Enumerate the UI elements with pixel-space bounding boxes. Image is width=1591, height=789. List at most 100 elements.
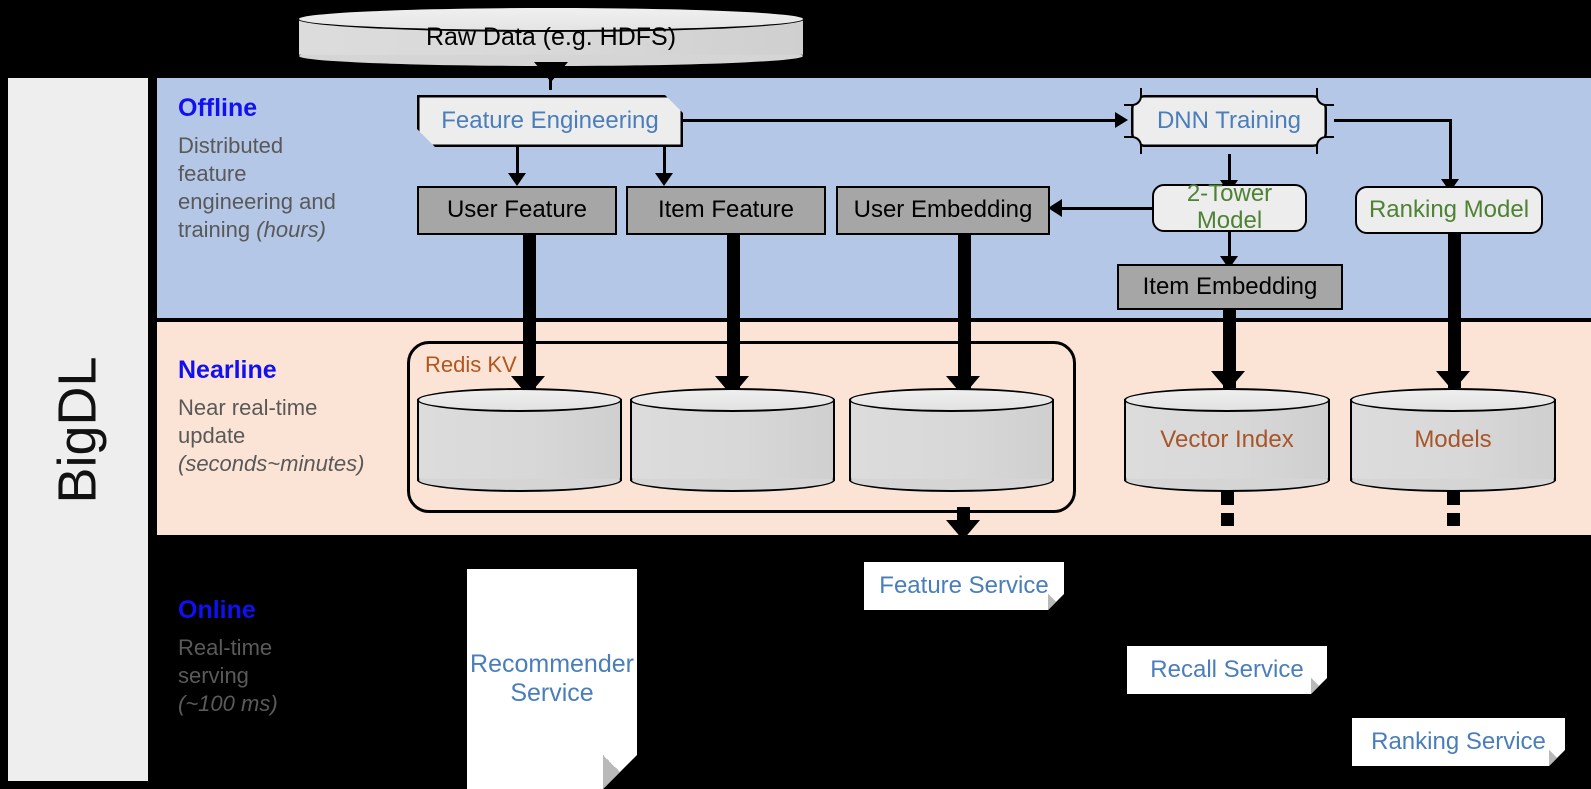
feature-engineering-label: Feature Engineering	[441, 106, 659, 134]
arrow-twotower-to-userembedding-line	[1060, 207, 1154, 210]
connector-vectorindex-a	[1221, 490, 1234, 505]
connector-vectorindex-b	[1221, 513, 1234, 526]
user-embedding-label: User Embedding	[853, 196, 1033, 224]
ranking-service-label: Ranking Service	[1371, 727, 1546, 755]
feature-service-label: Feature Service	[879, 571, 1049, 599]
redis-store-cylinder-1[interactable]	[417, 388, 622, 492]
arrow-fe-to-dnn-head	[1115, 112, 1128, 128]
offline-desc-l1: Distributed	[178, 132, 284, 158]
bigdl-label: BigDL	[48, 355, 109, 504]
redis-store-cylinder-2[interactable]	[630, 388, 835, 492]
online-desc-l1: Real-time	[178, 634, 273, 660]
item-embedding-label: Item Embedding	[1142, 272, 1318, 300]
recommender-service-label: Recommender Service	[470, 649, 634, 707]
arrow-fe-to-userfeature-line	[516, 147, 519, 175]
cylinder-top	[417, 388, 622, 412]
ranking-model-box[interactable]: Ranking Model	[1355, 186, 1543, 234]
connector-models-b	[1447, 513, 1460, 526]
pipe-rankingmodel	[1448, 234, 1461, 388]
cylinder-body	[417, 399, 622, 481]
cylinder-top	[1124, 388, 1330, 412]
vector-index-label: Vector Index	[1160, 426, 1294, 453]
nearline-desc-italic: (seconds~minutes)	[178, 450, 365, 476]
models-label: Models	[1414, 426, 1492, 453]
cylinder-top	[1350, 388, 1556, 412]
offline-title: Offline	[178, 94, 258, 122]
offline-desc-l4: training	[178, 216, 257, 242]
pipe-rankingmodel-head	[1436, 371, 1470, 391]
arrow-rawdata-to-fe-head	[534, 62, 568, 82]
arrow-twotower-to-userembedding-head	[1048, 199, 1062, 217]
user-feature-label: User Feature	[446, 196, 588, 224]
nearline-description: Near real-time update (seconds~minutes)	[178, 394, 403, 478]
dnn-training-box[interactable]: DNN Training	[1131, 95, 1327, 147]
offline-desc-l2: feature	[178, 160, 247, 186]
cylinder-body	[1124, 399, 1330, 481]
two-tower-model-box[interactable]: 2-Tower Model	[1152, 180, 1307, 234]
dnn-notch-br	[1316, 136, 1334, 154]
redis-store-3-label	[849, 388, 1054, 492]
item-embedding-box[interactable]: Item Embedding	[1117, 264, 1343, 310]
nearline-title: Nearline	[178, 356, 277, 384]
arrow-fe-to-itemfeature-head	[655, 173, 673, 186]
dnn-notch-bl	[1124, 136, 1142, 154]
pipe-itemfeature	[727, 235, 740, 393]
online-title: Online	[178, 596, 256, 624]
connector-models-a	[1447, 490, 1460, 505]
pipe-userfeature	[523, 235, 536, 393]
recommender-service-box[interactable]: Recommender Service	[467, 569, 637, 789]
feature-service-box[interactable]: Feature Service	[864, 562, 1064, 610]
cylinder-body	[630, 399, 835, 481]
raw-data-label: Raw Data (e.g. HDFS)	[425, 22, 677, 51]
connector-redis-to-featureservice	[957, 507, 970, 522]
feature-engineering-box[interactable]: Feature Engineering	[417, 95, 683, 147]
arrow-fe-to-itemfeature-line	[663, 147, 666, 175]
arrow-redis-to-featureservice-head	[946, 520, 980, 540]
pipe-itemembedding	[1223, 310, 1236, 388]
two-tower-model-label: 2-Tower Model	[1186, 180, 1273, 234]
dnn-notch-tr	[1316, 88, 1334, 106]
nearline-desc-l2: update	[178, 422, 246, 448]
pipe-itemembedding-head	[1211, 371, 1245, 391]
online-desc-l2: serving	[178, 662, 249, 688]
arrow-fe-to-dnn-line	[683, 119, 1119, 122]
dnn-notch-tl	[1124, 88, 1142, 106]
dnn-training-label: DNN Training	[1156, 106, 1302, 134]
redis-kv-label: Redis KV	[425, 352, 517, 377]
offline-label-group: Offline Distributed feature engineering …	[178, 94, 403, 244]
redis-store-1-label	[417, 388, 622, 492]
cylinder-top	[849, 388, 1054, 412]
cylinder-body	[1350, 399, 1556, 481]
user-embedding-box[interactable]: User Embedding	[836, 186, 1050, 235]
online-label-group: Online Real-time serving (~100 ms)	[178, 596, 403, 718]
nearline-label-group: Nearline Near real-time update (seconds~…	[178, 356, 403, 478]
arrow-twotower-to-itememb-line	[1228, 232, 1231, 260]
redis-kv-container	[407, 341, 1076, 513]
cylinder-top	[630, 388, 835, 412]
recall-service-label: Recall Service	[1150, 655, 1304, 683]
recall-service-box[interactable]: Recall Service	[1127, 646, 1327, 694]
nearline-desc-l1: Near real-time	[178, 394, 318, 420]
models-cylinder[interactable]: Models	[1350, 388, 1556, 492]
cylinder-top	[297, 6, 805, 32]
redis-store-2-label	[630, 388, 835, 492]
arrow-dnn-to-twotower-line	[1228, 154, 1231, 182]
offline-desc-italic: (hours)	[256, 216, 326, 242]
cylinder-body	[849, 399, 1054, 481]
item-feature-box[interactable]: Item Feature	[626, 186, 826, 235]
offline-desc-l3: engineering and	[178, 188, 336, 214]
arrow-fe-to-userfeature-head	[508, 173, 526, 186]
item-feature-label: Item Feature	[657, 196, 795, 224]
online-desc-italic: (~100 ms)	[178, 690, 278, 716]
user-feature-box[interactable]: User Feature	[417, 186, 617, 235]
vector-index-cylinder[interactable]: Vector Index	[1124, 388, 1330, 492]
bigdl-sidebar: BigDL	[8, 78, 148, 781]
arrow-dnn-to-ranking-h	[1334, 119, 1452, 122]
online-description: Real-time serving (~100 ms)	[178, 634, 403, 718]
raw-data-cylinder: Raw Data (e.g. HDFS)	[297, 6, 805, 68]
ranking-model-label: Ranking Model	[1368, 195, 1530, 223]
arrow-dnn-to-ranking-v	[1449, 119, 1452, 181]
ranking-service-box[interactable]: Ranking Service	[1352, 718, 1565, 766]
redis-store-cylinder-3[interactable]	[849, 388, 1054, 492]
